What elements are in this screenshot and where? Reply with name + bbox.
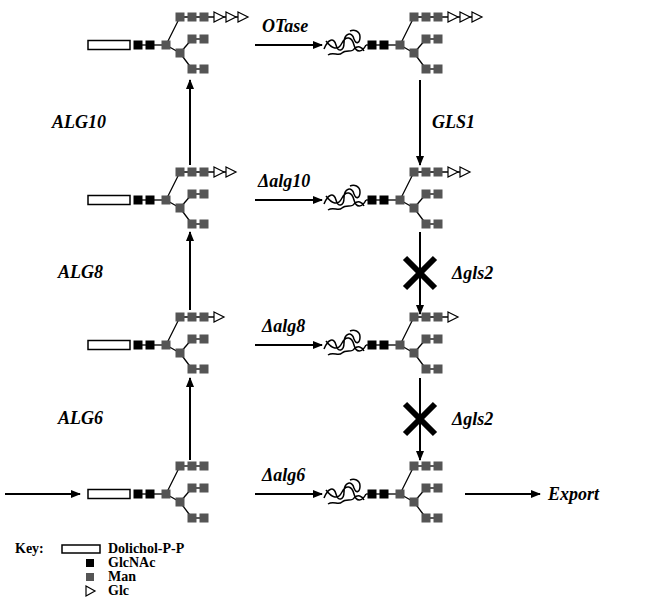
glycan-structures [88,12,482,523]
protein-glycan [324,312,458,374]
legend-text: Dolichol-P-P [108,541,184,556]
step-label: GLS1 [432,112,475,132]
step-label: Δalg10 [258,171,310,191]
key-heading: Key: [15,541,44,556]
step-label: Δgls2 [452,263,493,283]
step-label: Δgls2 [452,409,493,429]
legend-text: Glc [108,583,129,598]
step-label: Δalg8 [262,316,305,336]
legend-text: Man [108,569,136,584]
step-label: ALG6 [58,408,103,428]
protein-glycan [324,12,482,74]
lipid-glycan [88,167,236,229]
step-label: Export [548,484,599,504]
block-cross [405,258,435,434]
legend-text: GlcNAc [108,555,155,570]
legend-samples [62,545,100,596]
step-label: ALG8 [58,262,103,282]
step-label: Δalg6 [262,465,305,485]
protein-glycan [324,167,470,229]
protein-glycan [324,462,443,523]
lipid-glycan [88,12,248,74]
lipid-glycan [88,312,224,374]
lipid-glycan [88,462,209,523]
pathway-arrows [5,45,540,494]
step-label: ALG10 [52,112,106,132]
step-label: OTase [262,16,308,36]
